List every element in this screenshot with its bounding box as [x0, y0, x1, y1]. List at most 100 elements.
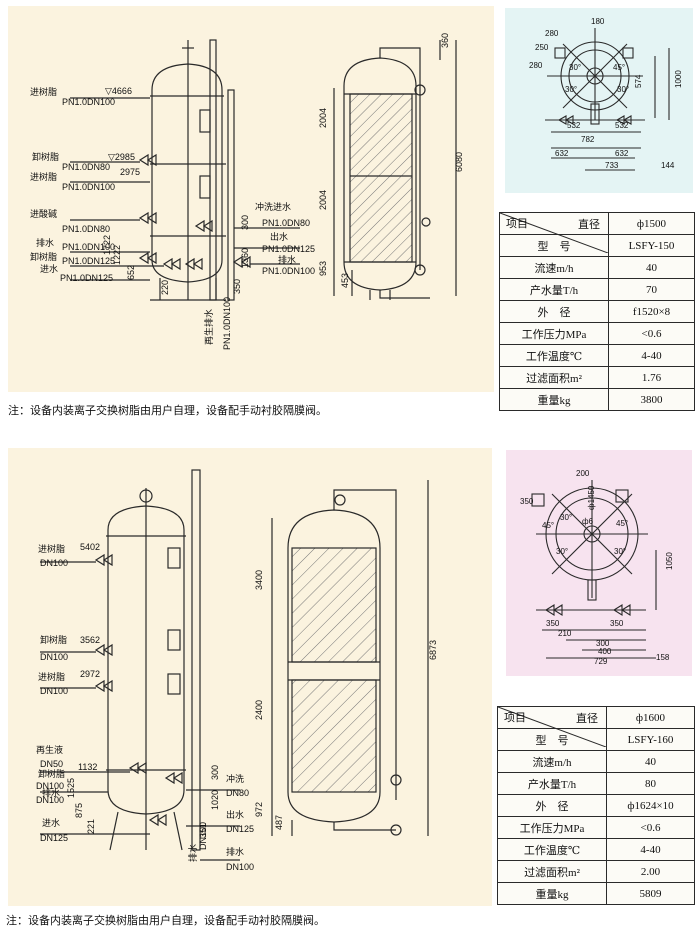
vessel2-shell	[107, 505, 185, 815]
dimension-label: PN1.0DN80	[62, 162, 110, 172]
dimension-label: 180	[591, 17, 605, 26]
dimension-label: 卸树脂	[38, 768, 65, 779]
dimension-label: 220	[160, 280, 170, 295]
vessel2-section	[287, 509, 381, 823]
dimension-label: PN1.0DN125	[60, 273, 113, 283]
dimension-label: 532	[615, 121, 629, 130]
dimension-label: DN125	[40, 833, 68, 843]
dimension-label: 487	[274, 815, 284, 830]
dimension-label: 2972	[80, 669, 100, 679]
dimension-label: 30°	[556, 547, 568, 556]
dimension-label: PN1.0DN80	[262, 218, 310, 228]
bottom-drawing-panel	[8, 448, 492, 906]
dimension-label: 280	[529, 61, 543, 70]
dimension-label: ▽2985	[108, 152, 135, 162]
dimension-label: 6873	[428, 640, 438, 660]
dimension-label: PN1.0DN100	[62, 97, 115, 107]
plan-view-2-panel	[506, 450, 692, 676]
dimension-label: PN1.0DN100	[62, 182, 115, 192]
dimension-label: 30°	[565, 85, 577, 94]
dimension-label: 574	[634, 74, 643, 88]
dimension-label: DN50	[40, 759, 63, 769]
dimension-label: 45°	[616, 519, 628, 528]
dimension-label: ▽4666	[105, 86, 132, 96]
dimension-label: 出水	[226, 809, 244, 820]
dimension-label: 280	[545, 29, 559, 38]
note-2: 注：设备内装离子交换树脂由用户自理，设备配手动衬胶隔膜阀。	[6, 915, 325, 927]
dimension-label: 360	[440, 33, 450, 48]
dimension-label: 排水	[42, 787, 60, 798]
dimension-label: 1222	[112, 245, 122, 265]
dimension-label: DN125	[226, 824, 254, 834]
dimension-label: 350	[546, 619, 560, 628]
dimension-label: 1050	[665, 552, 674, 570]
dimension-label: 1000	[674, 70, 683, 88]
dimension-label: 729	[594, 657, 608, 666]
dimension-label: DN100	[36, 795, 64, 805]
dimension-label: 221	[86, 819, 96, 834]
dimension-label: 1525	[66, 778, 76, 798]
dimension-label: PN1.0DN125	[262, 244, 315, 254]
dimension-label: 632	[615, 149, 629, 158]
table2-header-item: 项目	[504, 712, 526, 724]
dimension-label: 冲洗进水	[255, 201, 291, 212]
dimension-label: 卸树脂	[40, 634, 67, 645]
dimension-label: 2004	[318, 190, 328, 210]
table-row: 工作压力MPa<0.6	[497, 816, 695, 839]
table2-header-diameter: 直径	[576, 713, 598, 725]
dimension-label: 144	[661, 161, 675, 170]
table1-header-diameter: 直径	[578, 219, 600, 231]
dimension-label: PN1.0DN100	[262, 266, 315, 276]
dimension-label: DN100	[40, 686, 68, 696]
dimension-label: 2400	[254, 700, 264, 720]
dimension-label: 再生液	[36, 744, 63, 755]
dimension-label: DN80	[226, 788, 249, 798]
dimension-label: DN100	[40, 652, 68, 662]
dimension-label: 45°	[542, 521, 554, 530]
dimension-label: DN100	[226, 862, 254, 872]
dimension-label: 排水	[226, 846, 244, 857]
dimension-label: 350	[232, 279, 242, 294]
dimension-label: DN100	[36, 781, 64, 791]
vessel1-shell	[151, 63, 223, 283]
dimension-label: 再生排水	[203, 309, 214, 345]
dimension-label: 1020	[210, 790, 220, 810]
dimension-label: 排水	[187, 844, 198, 862]
dimension-label: ф6	[582, 517, 594, 526]
dimension-label: 300	[210, 765, 220, 780]
dimension-label: 200	[576, 469, 590, 478]
dimension-label: 972	[254, 802, 264, 817]
dimension-label: 冲洗	[226, 773, 244, 784]
dimension-label: 782	[581, 135, 595, 144]
table1-header-item: 项目	[506, 218, 528, 230]
dimension-label: 5402	[80, 542, 100, 552]
dimension-label: 3562	[80, 635, 100, 645]
dimension-label: PN1.0DN100	[62, 242, 115, 252]
dimension-label: 30°	[569, 63, 581, 72]
dimension-label: 2004	[318, 108, 328, 128]
dimension-label: 3400	[254, 570, 264, 590]
dimension-label: 进水	[40, 263, 58, 274]
dimension-label: 1722	[102, 235, 112, 255]
dimension-label: 400	[598, 647, 612, 656]
dimension-label: 2975	[120, 167, 140, 177]
note-1: 注：设备内装离子交换树脂由用户自理，设备配手动衬胶隔膜阀。	[8, 405, 327, 417]
dimension-label: 350	[610, 619, 624, 628]
dimension-label: 排水	[278, 254, 296, 265]
dimension-label: 30°	[614, 547, 626, 556]
dimension-label: PN1.0DN80	[62, 224, 110, 234]
dimension-label: PN1.0DN100	[222, 297, 232, 350]
